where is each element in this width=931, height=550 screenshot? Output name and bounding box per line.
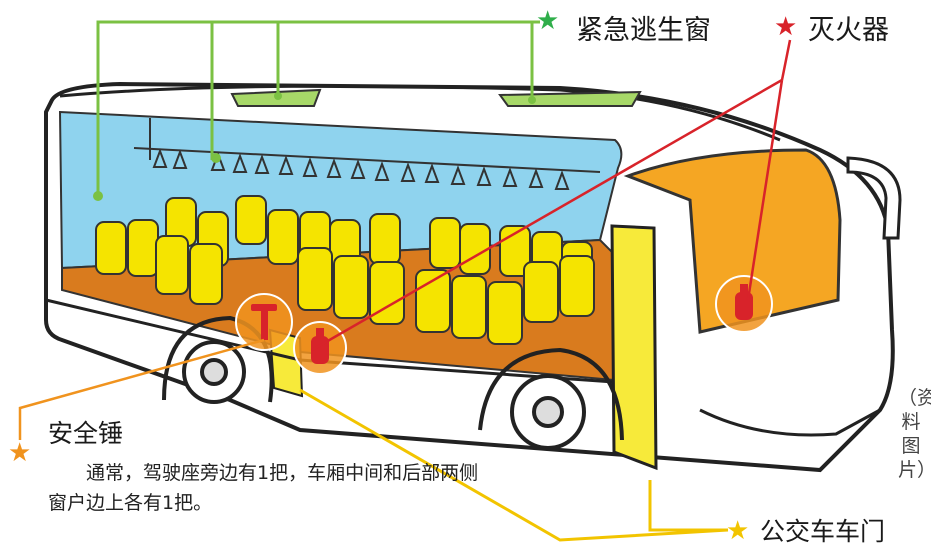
hammer-icon xyxy=(251,304,277,340)
hammer-note-text: 通常，驾驶座旁边有1把，车厢中间和后部两侧窗户边上各有1把。 xyxy=(48,462,479,514)
side-mirror xyxy=(846,156,902,240)
star-icon: ★ xyxy=(536,6,560,36)
front-cab xyxy=(623,148,842,334)
hammer-leader-line xyxy=(18,338,265,440)
star-icon: ★ xyxy=(774,12,798,42)
wheel-front xyxy=(478,347,624,450)
label-extinguisher: 灭火器 xyxy=(808,15,889,46)
label-emergency-window: 紧急逃生窗 xyxy=(576,15,711,46)
bus-door xyxy=(610,224,658,471)
label-bus-door: 公交车车门 xyxy=(760,517,886,546)
source-credit: （资料图片） xyxy=(898,387,931,481)
hammer-note: 通常，驾驶座旁边有1把，车厢中间和后部两侧窗户边上各有1把。 xyxy=(48,458,488,518)
window-leader-lines xyxy=(96,20,540,196)
door-leader-lines xyxy=(299,388,729,542)
grab-handles xyxy=(152,148,570,190)
bus-roof xyxy=(59,84,781,142)
star-icon: ★ xyxy=(726,516,750,546)
label-safety-hammer: 安全锤 xyxy=(48,419,124,448)
extinguisher-leader-lines xyxy=(311,39,792,352)
roof-hatch-2 xyxy=(498,90,642,107)
star-icon: ★ xyxy=(8,438,32,468)
seats xyxy=(95,195,595,345)
